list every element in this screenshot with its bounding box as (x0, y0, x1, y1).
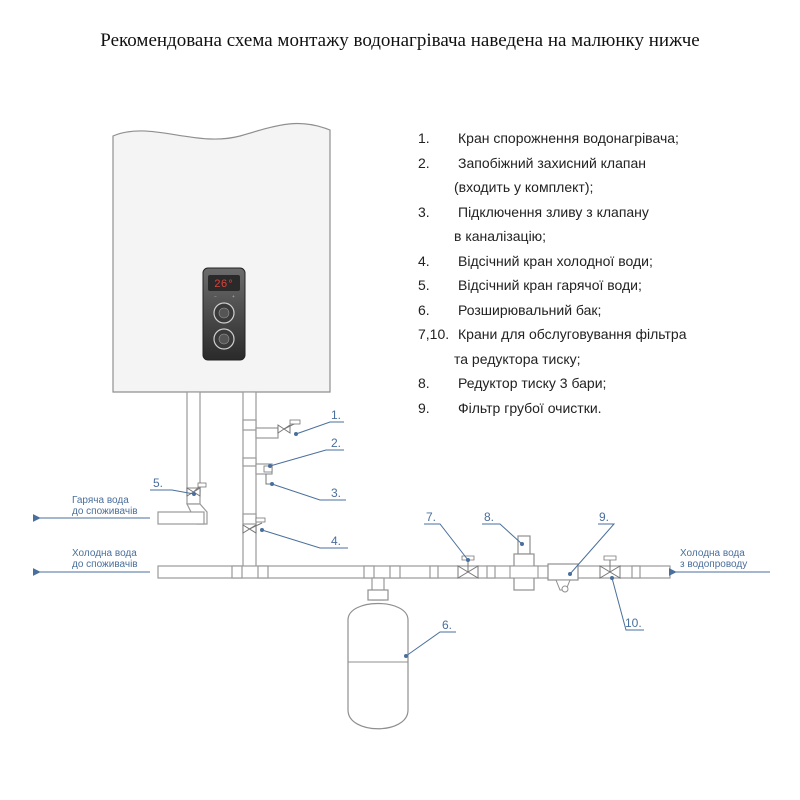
hot-water-pipe (157, 391, 208, 525)
legend-item-text: Кран спорожнення водонагрівача; (458, 130, 679, 146)
cold-shutoff-valve-4[interactable] (242, 517, 266, 534)
minus-icon: − (214, 295, 217, 300)
legend-item: в каналізацію; (418, 224, 687, 249)
legend-item-text: Відсічний кран гарячої води; (458, 277, 642, 293)
legend-item-number: 3. (418, 203, 430, 220)
hot-shutoff-valve-5[interactable] (186, 482, 207, 497)
legend-item-text: та редуктора тиску; (454, 350, 581, 367)
svg-text:9.: 9. (599, 510, 609, 524)
control-panel: 26° − + (202, 267, 246, 361)
callout-10: 10. (610, 576, 644, 631)
plus-icon: + (232, 295, 235, 300)
coarse-filter-9 (547, 563, 579, 593)
legend-item-number: 5. (418, 277, 430, 293)
cold-out-label-1: Холодна вода (72, 548, 137, 559)
legend-item-number: 7,10. (418, 326, 450, 342)
legend-item-text: Фільтр грубої очистки. (458, 399, 602, 416)
legend-item-text: Запобіжний захисний клапан (458, 154, 646, 171)
temperature-readout: 26° (214, 279, 234, 291)
callout-2: 2. (268, 436, 344, 468)
main-cold-pipe (157, 565, 671, 601)
legend-item: 6. Розширювальний бак; (418, 298, 687, 323)
legend-item-number: 2. (418, 154, 430, 171)
callout-5: 5. (150, 476, 196, 496)
legend-item-number: 6. (418, 301, 430, 318)
drain-valve-1[interactable] (277, 419, 301, 434)
hot-out-label-2: до споживачів (72, 506, 138, 517)
legend-item: (входить у комплект); (418, 175, 687, 200)
callout-6: 6. (404, 618, 456, 658)
legend-item-text: Крани для обслуговування фільтра (458, 326, 687, 342)
svg-text:3.: 3. (331, 486, 341, 500)
legend-list: 1. Кран спорожнення водонагрівача; 2. Запоб… (418, 126, 687, 420)
cold-riser-pipe (242, 391, 279, 568)
legend-item: 2. Запобіжний захисний клапан (418, 151, 687, 176)
service-valve-10[interactable] (599, 555, 621, 579)
svg-text:2.: 2. (331, 436, 341, 450)
callout-4: 4. (260, 528, 348, 549)
expansion-tank-6 (347, 589, 409, 730)
legend-item-number: 9. (418, 399, 430, 416)
legend-item-number: 1. (418, 130, 430, 146)
hot-out-label-1: Гаряча вода (72, 495, 129, 506)
legend-item-number: 8. (418, 375, 430, 391)
legend-item-text: Підключення зливу з клапану (458, 203, 649, 220)
cold-in-label-2: з водопроводу (680, 559, 747, 570)
callout-9: 9. (568, 510, 616, 576)
svg-text:10.: 10. (625, 616, 642, 630)
page-title: Рекомендована схема монтажу водонагрівач… (100, 30, 700, 51)
display-screen (208, 275, 240, 291)
cold-out-label-2: до споживачів (72, 559, 138, 570)
svg-text:8.: 8. (484, 510, 494, 524)
legend-item-text: в каналізацію; (454, 228, 547, 244)
callout-8: 8. (482, 510, 524, 546)
callout-1: 1. (294, 408, 344, 436)
cold-in-label-1: Холодна вода (680, 548, 745, 559)
callout-3: 3. (270, 482, 346, 501)
legend-item-number: 4. (418, 252, 430, 269)
legend-item: 7,10. Крани для обслуговування фільтра (418, 322, 687, 347)
legend-item: 8. Редуктор тиску 3 бари; (418, 371, 687, 396)
svg-text:5.: 5. (153, 476, 163, 490)
legend-item-text: Розширювальний бак; (458, 301, 602, 318)
water-heater-body (112, 122, 331, 393)
legend-item: 3. Підключення зливу з клапану (418, 200, 687, 225)
pressure-reducer-8 (509, 535, 539, 591)
svg-text:1.: 1. (331, 408, 341, 422)
legend-item: 9. Фільтр грубої очистки. (418, 396, 687, 421)
legend-item-text: (входить у комплект); (454, 179, 594, 195)
legend-item: 1. Кран спорожнення водонагрівача; (418, 126, 687, 151)
legend-item: та редуктора тиску; (418, 347, 687, 372)
legend-item: 5. Відсічний кран гарячої води; (418, 273, 687, 298)
legend-item: 4. Відсічний кран холодної води; (418, 249, 687, 274)
legend-item-text: Редуктор тиску 3 бари; (458, 375, 607, 391)
callout-7: 7. (424, 510, 470, 562)
legend-item-text: Відсічний кран холодної води; (458, 252, 653, 269)
svg-text:7.: 7. (426, 510, 436, 524)
svg-text:6.: 6. (442, 618, 452, 632)
svg-text:4.: 4. (331, 534, 341, 548)
